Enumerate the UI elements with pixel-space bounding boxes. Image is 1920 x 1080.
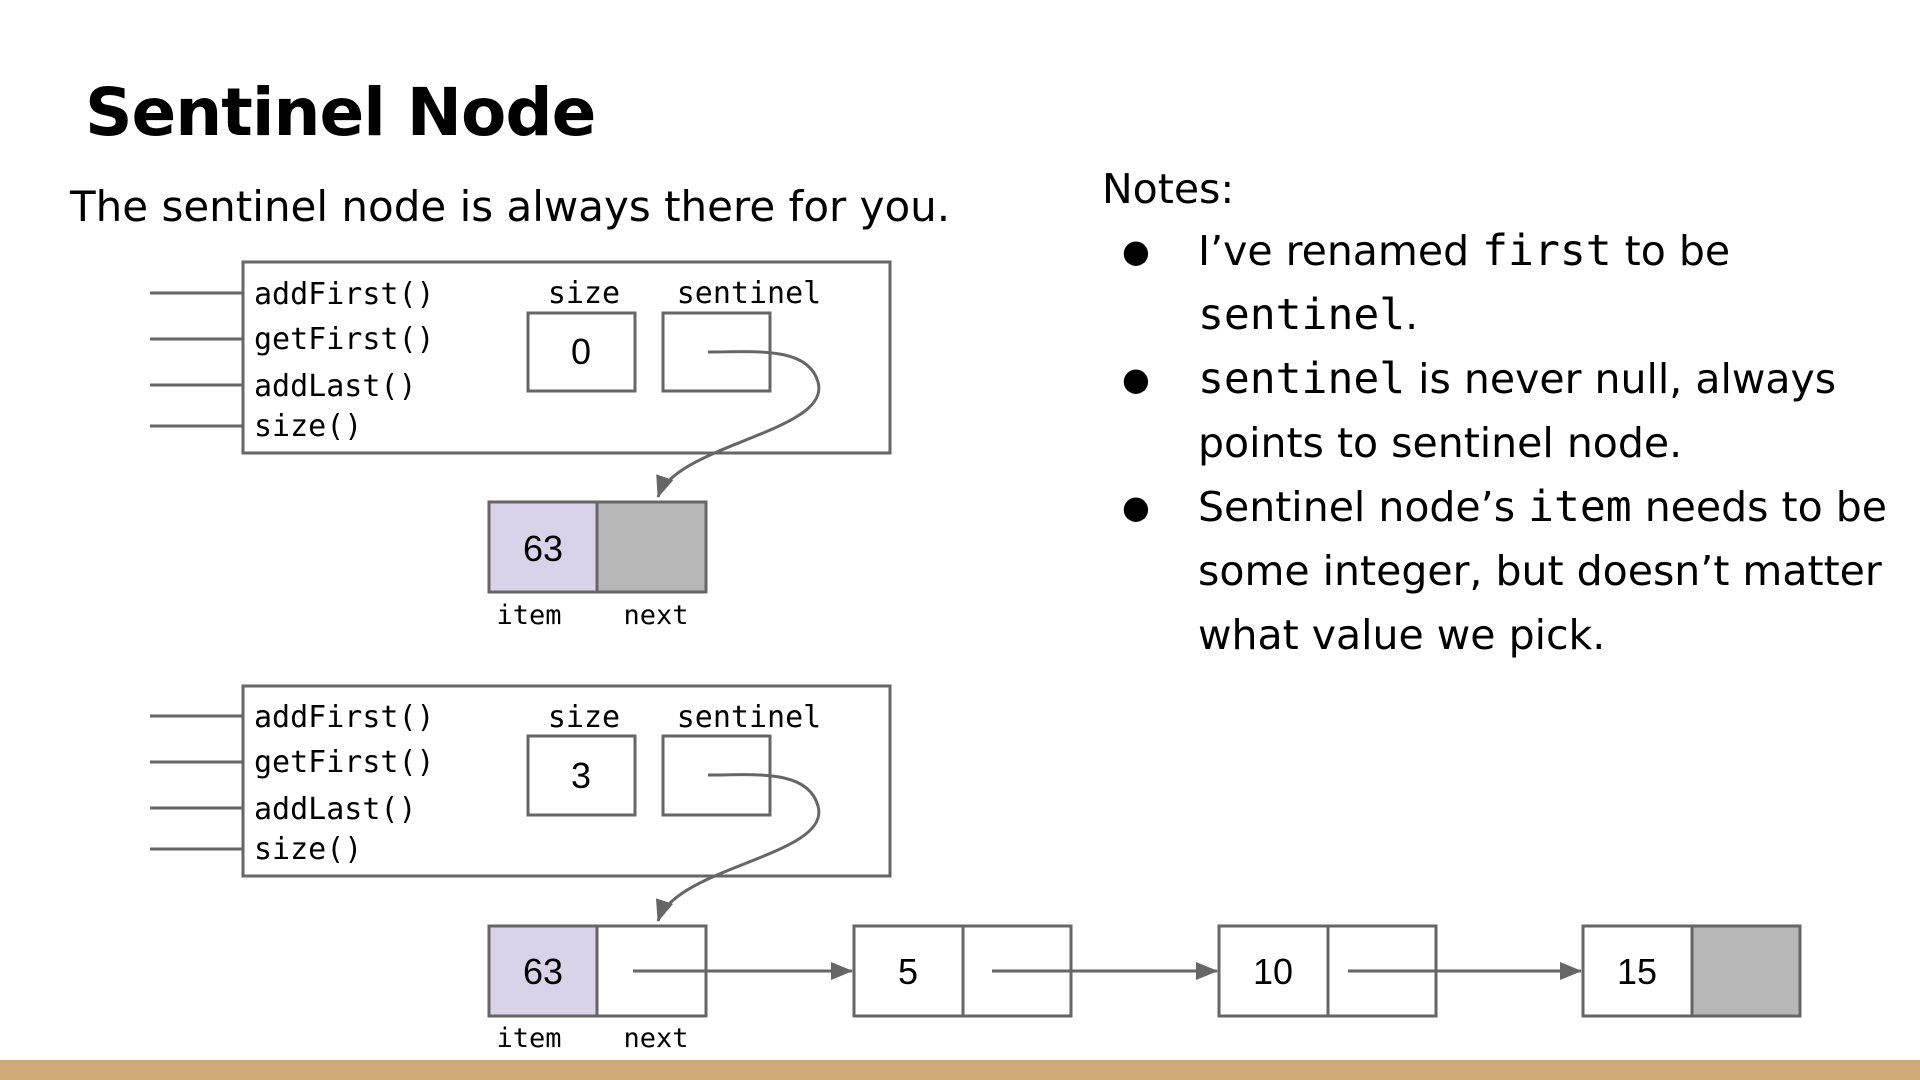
item-label: item: [496, 1023, 561, 1054]
note-code: sentinel: [1198, 354, 1406, 404]
note-text: .: [1405, 291, 1419, 339]
size-box: [526, 311, 637, 393]
bottom-linked-list: 63 5 10 15 item next: [487, 924, 1802, 1054]
top-list-object: addFirst() getFirst() addLast() size() s…: [150, 260, 892, 498]
footer-bar: [0, 1060, 1920, 1080]
note-text: Sentinel node’s: [1198, 483, 1529, 531]
slide-title: Sentinel Node: [85, 74, 596, 151]
top-sentinel-node: 63 item next: [487, 500, 708, 631]
size-value: 0: [571, 331, 591, 372]
method-label: addLast(): [254, 369, 417, 404]
sentinel-pointer-arrow: [656, 773, 821, 922]
node-item-box: [487, 500, 599, 594]
method-label: getFirst(): [254, 322, 435, 357]
method-label: getFirst(): [254, 745, 435, 780]
note-text: I’ve renamed: [1198, 227, 1483, 275]
node-item-value: 15: [1617, 951, 1657, 992]
sentinel-field-label: sentinel: [677, 700, 822, 735]
size-field-label: size: [548, 700, 620, 735]
size-box: [526, 734, 637, 817]
method-label: addFirst(): [254, 277, 435, 312]
node-item-value: 10: [1253, 951, 1293, 992]
node-item-box: [1217, 924, 1330, 1018]
note-code: first: [1482, 226, 1612, 276]
bottom-list-object: addFirst() getFirst() addLast() size() s…: [150, 684, 892, 922]
list-object-box: [241, 260, 892, 455]
node-next-null-box: [595, 500, 708, 594]
node-item-value: 63: [523, 951, 563, 992]
node-item-value: 63: [523, 528, 563, 569]
size-field-label: size: [548, 276, 620, 311]
method-label: addLast(): [254, 792, 417, 827]
method-label: size(): [254, 409, 362, 444]
method-label: addFirst(): [254, 700, 435, 735]
node-next-null-box: [1690, 924, 1802, 1018]
method-label: size(): [254, 832, 362, 867]
next-label: next: [623, 1023, 688, 1054]
note-text: is never null, always points to sentinel…: [1198, 355, 1837, 467]
next-label: next: [623, 600, 688, 631]
notes-list: I’ve renamed first to be sentinel. senti…: [1102, 219, 1902, 667]
item-label: item: [496, 600, 561, 631]
sentinel-pointer-arrow: [656, 350, 821, 498]
node-item-value: 5: [898, 951, 918, 992]
note-item-sentinel-item: Sentinel node’s item needs to be some in…: [1102, 475, 1902, 667]
note-code: item: [1528, 482, 1632, 532]
note-code: sentinel: [1198, 290, 1406, 340]
note-text: to be: [1611, 227, 1731, 275]
note-item-renamed: I’ve renamed first to be sentinel.: [1102, 219, 1902, 347]
note-text: needs to be some integer, but doesn’t ma…: [1198, 483, 1887, 659]
slide-subtitle: The sentinel node is always there for yo…: [70, 182, 951, 231]
notes-heading: Notes:: [1102, 165, 1235, 213]
list-object-box: [241, 684, 892, 878]
notes-panel: Notes: I’ve renamed first to be sentinel…: [1102, 163, 1902, 667]
sentinel-field-label: sentinel: [677, 276, 822, 311]
size-value: 3: [571, 755, 591, 796]
note-item-never-null: sentinel is never null, always points to…: [1102, 347, 1902, 475]
